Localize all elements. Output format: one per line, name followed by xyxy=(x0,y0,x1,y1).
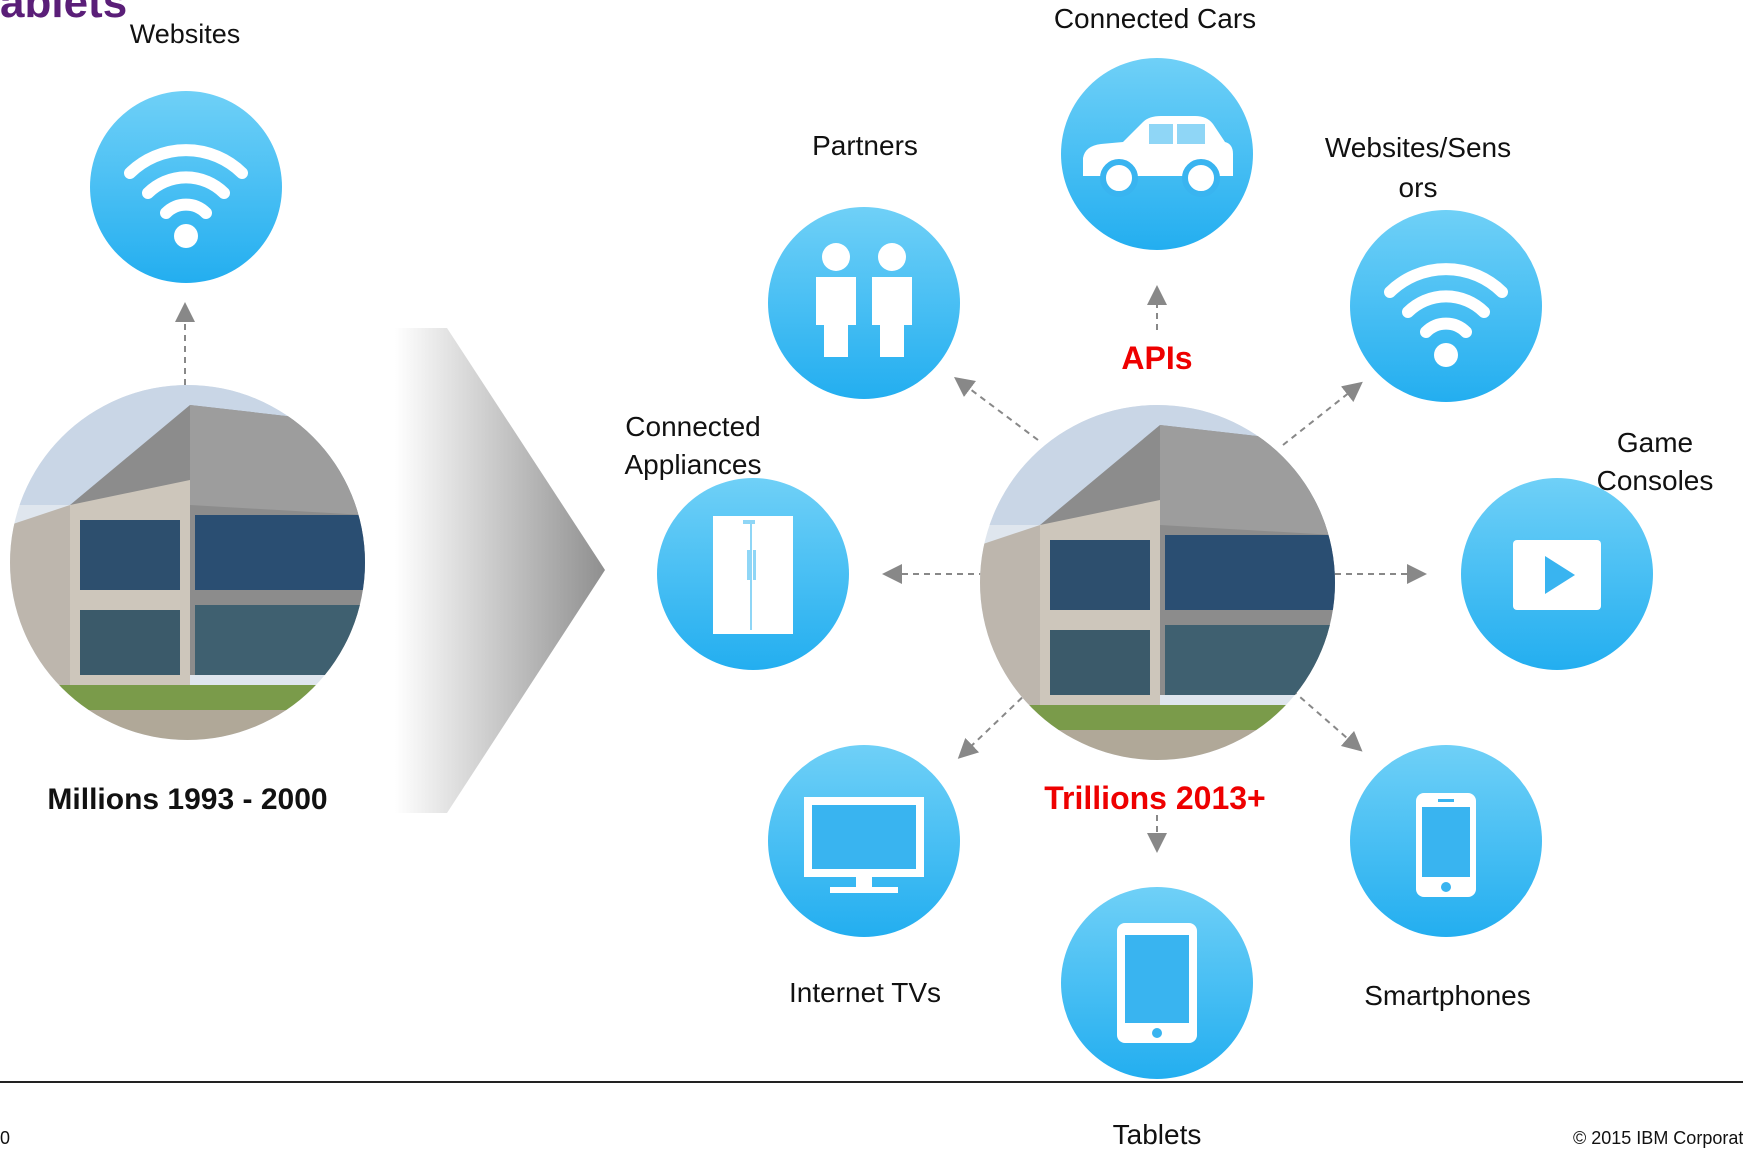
arrow-to-partners xyxy=(954,377,1039,441)
connected-appliances-circle xyxy=(657,478,849,670)
smartphone-icon xyxy=(1416,793,1476,897)
label-apis: APIs xyxy=(1121,340,1193,376)
connected-cars-circle xyxy=(1061,58,1253,250)
label-smartphones: Smartphones xyxy=(1364,980,1531,1011)
label-game-consoles: Game Consoles xyxy=(1596,427,1714,496)
wifi-icon xyxy=(124,144,248,248)
footer-divider xyxy=(0,1081,1743,1083)
page-number: 0 xyxy=(0,1128,11,1148)
building-photo-hub xyxy=(980,405,1335,760)
people-icon xyxy=(816,243,912,357)
websites-circle-left xyxy=(90,91,282,283)
label-websites-sensors: Websites/Sensors xyxy=(1324,132,1512,203)
game-consoles-circle xyxy=(1461,478,1653,670)
caption-left-era: Millions 1993 - 2000 xyxy=(47,783,328,816)
car-icon xyxy=(1083,116,1233,197)
play-icon xyxy=(1513,540,1601,610)
wifi-icon xyxy=(1384,263,1508,367)
tablets-circle xyxy=(1061,887,1253,1079)
building-photo-left xyxy=(10,385,365,740)
label-connected-cars: Connected Cars xyxy=(1053,3,1257,34)
arrow-to-websites-sensors xyxy=(1282,381,1363,446)
label-tablets: Tablets xyxy=(1112,1119,1202,1150)
page-title: ablets xyxy=(0,0,128,27)
label-websites-left: Websites xyxy=(129,19,241,49)
transition-chevron xyxy=(395,328,605,813)
copyright: © 2015 IBM Corporat xyxy=(1573,1128,1743,1148)
label-trillions: Trillions 2013+ xyxy=(1044,780,1266,816)
arrow-to-internet-tvs xyxy=(957,689,1031,759)
arrow-to-smartphones xyxy=(1291,689,1363,752)
partners-circle xyxy=(768,207,960,399)
label-partners: Partners xyxy=(812,130,918,161)
tablet-icon xyxy=(1117,923,1197,1043)
label-internet-tvs: Internet TVs xyxy=(788,977,941,1008)
smartphones-circle xyxy=(1350,745,1542,937)
label-connected-appliances: Connected Appliances xyxy=(624,411,762,480)
refrigerator-icon xyxy=(713,516,793,634)
tv-icon xyxy=(804,797,924,893)
internet-tvs-circle xyxy=(768,745,960,937)
websites-sensors-circle xyxy=(1350,210,1542,402)
